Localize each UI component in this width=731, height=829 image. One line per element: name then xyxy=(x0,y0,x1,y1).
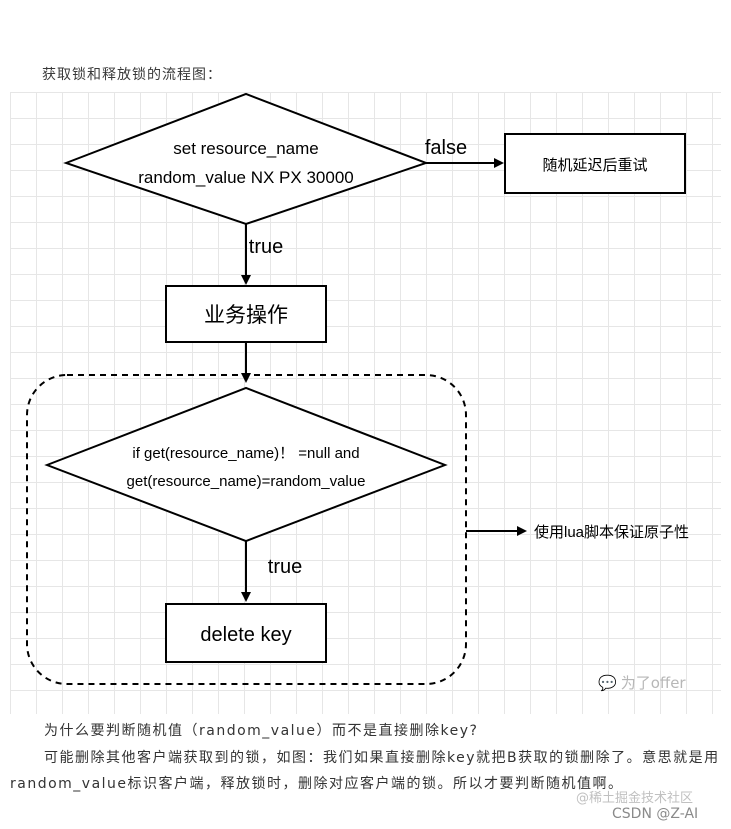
lua-note: 使用lua脚本保证原子性 xyxy=(534,524,689,541)
decision2-line1: if get(resource_name)！ =null and xyxy=(132,445,359,462)
decision2-line2: get(resource_name)=random_value xyxy=(127,473,366,490)
false-label: false xyxy=(425,137,467,159)
delete-key-label: delete key xyxy=(200,624,291,646)
wechat-icon: 💬 xyxy=(598,673,617,692)
juejin-watermark: @稀土掘金技术社区 xyxy=(576,791,694,806)
retry-box-label: 随机延迟后重试 xyxy=(542,157,647,174)
atomic-region xyxy=(26,374,467,685)
decision1-line1: set resource_name xyxy=(173,139,319,158)
section-heading: 获取锁和释放锁的流程图： xyxy=(42,67,222,83)
diagram-grid-background xyxy=(10,92,721,714)
csdn-watermark: CSDN @Z-AI xyxy=(612,806,699,822)
delete-key-box xyxy=(165,603,327,663)
business-box-label: 业务操作 xyxy=(204,304,288,327)
decision1-line2: random_value NX PX 30000 xyxy=(138,168,353,187)
decision-check-value xyxy=(44,386,448,543)
paragraph-question: 为什么要判断随机值（random_value）而不是直接删除key? xyxy=(44,723,479,739)
retry-box xyxy=(504,133,686,194)
decision-set-resource xyxy=(63,92,429,226)
true-label-2: true xyxy=(268,556,302,578)
wechat-watermark-text: 为了offer xyxy=(620,674,686,692)
wechat-watermark: 💬 为了offer xyxy=(598,672,686,693)
paragraph-explanation: 可能删除其他客户端获取到的锁，如图：我们如果直接删除key就把B获取的锁删除了。… xyxy=(10,750,720,792)
true-label-1: true xyxy=(249,236,283,258)
